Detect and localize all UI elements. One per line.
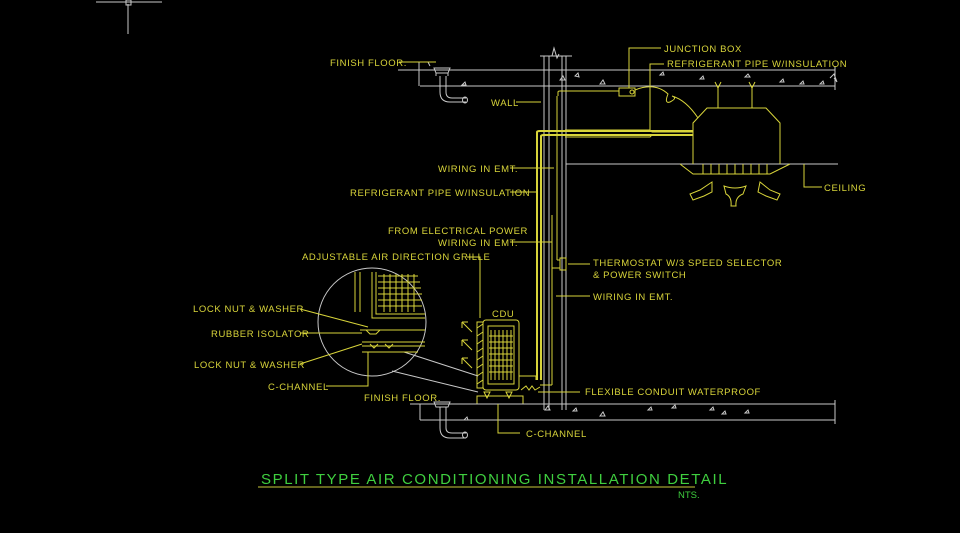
scale-note: NTS. bbox=[678, 490, 700, 501]
lower-floor-slab bbox=[410, 400, 836, 439]
junction-box bbox=[557, 86, 699, 119]
label-from-electrical-power: FROM ELECTRICAL POWER bbox=[388, 226, 528, 237]
detail-magnifier bbox=[317, 267, 479, 393]
exhaust-arrows-icon bbox=[461, 321, 473, 369]
label-finish-floor-bottom: FINISH FLOOR. bbox=[364, 393, 441, 404]
wall bbox=[540, 46, 572, 410]
label-ceiling: CEILING bbox=[824, 183, 866, 194]
label-refrigerant-pipe-left: REFRIGERANT PIPE W/INSULATION bbox=[350, 188, 530, 199]
label-junction-box: JUNCTION BOX bbox=[664, 44, 742, 55]
label-wall: WALL bbox=[491, 98, 519, 109]
indoor-unit-cassette bbox=[679, 81, 791, 175]
label-refrigerant-pipe-top: REFRIGERANT PIPE W/INSULATION bbox=[667, 59, 847, 70]
air-flow-arrows-icon bbox=[689, 181, 781, 207]
refrigerant-pipes bbox=[536, 129, 693, 380]
label-cdu: CDU bbox=[492, 309, 514, 320]
upper-floor-slab bbox=[398, 61, 838, 104]
label-wiring-emt-2: WIRING IN EMT. bbox=[593, 292, 673, 303]
condensing-unit bbox=[476, 319, 541, 405]
label-c-channel-detail: C-CHANNEL bbox=[268, 382, 329, 393]
drawing-title: SPLIT TYPE AIR CONDITIONING INSTALLATION… bbox=[261, 471, 728, 488]
label-lock-nut-washer-2: LOCK NUT & WASHER bbox=[194, 360, 305, 371]
label-rubber-isolator: RUBBER ISOLATOR bbox=[211, 329, 309, 340]
label-adjustable-grille: ADJUSTABLE AIR DIRECTION GRILLE bbox=[302, 252, 490, 263]
label-finish-floor-top: FINISH FLOOR. bbox=[330, 58, 407, 69]
wiring-conduit bbox=[540, 96, 567, 386]
label-c-channel-bottom: C-CHANNEL bbox=[526, 429, 587, 440]
label-flexible-conduit: FLEXIBLE CONDUIT WATERPROOF bbox=[585, 387, 761, 398]
label-from-electrical-power-wiring: WIRING IN EMT. bbox=[438, 238, 518, 249]
crosshair-cursor-icon bbox=[96, 0, 162, 34]
label-lock-nut-washer-1: LOCK NUT & WASHER bbox=[193, 304, 304, 315]
leader-lines bbox=[299, 47, 822, 434]
label-wiring-emt-1: WIRING IN EMT. bbox=[438, 164, 518, 175]
label-power-switch: & POWER SWITCH bbox=[593, 270, 686, 281]
label-thermostat: THERMOSTAT W/3 SPEED SELECTOR bbox=[593, 258, 782, 269]
